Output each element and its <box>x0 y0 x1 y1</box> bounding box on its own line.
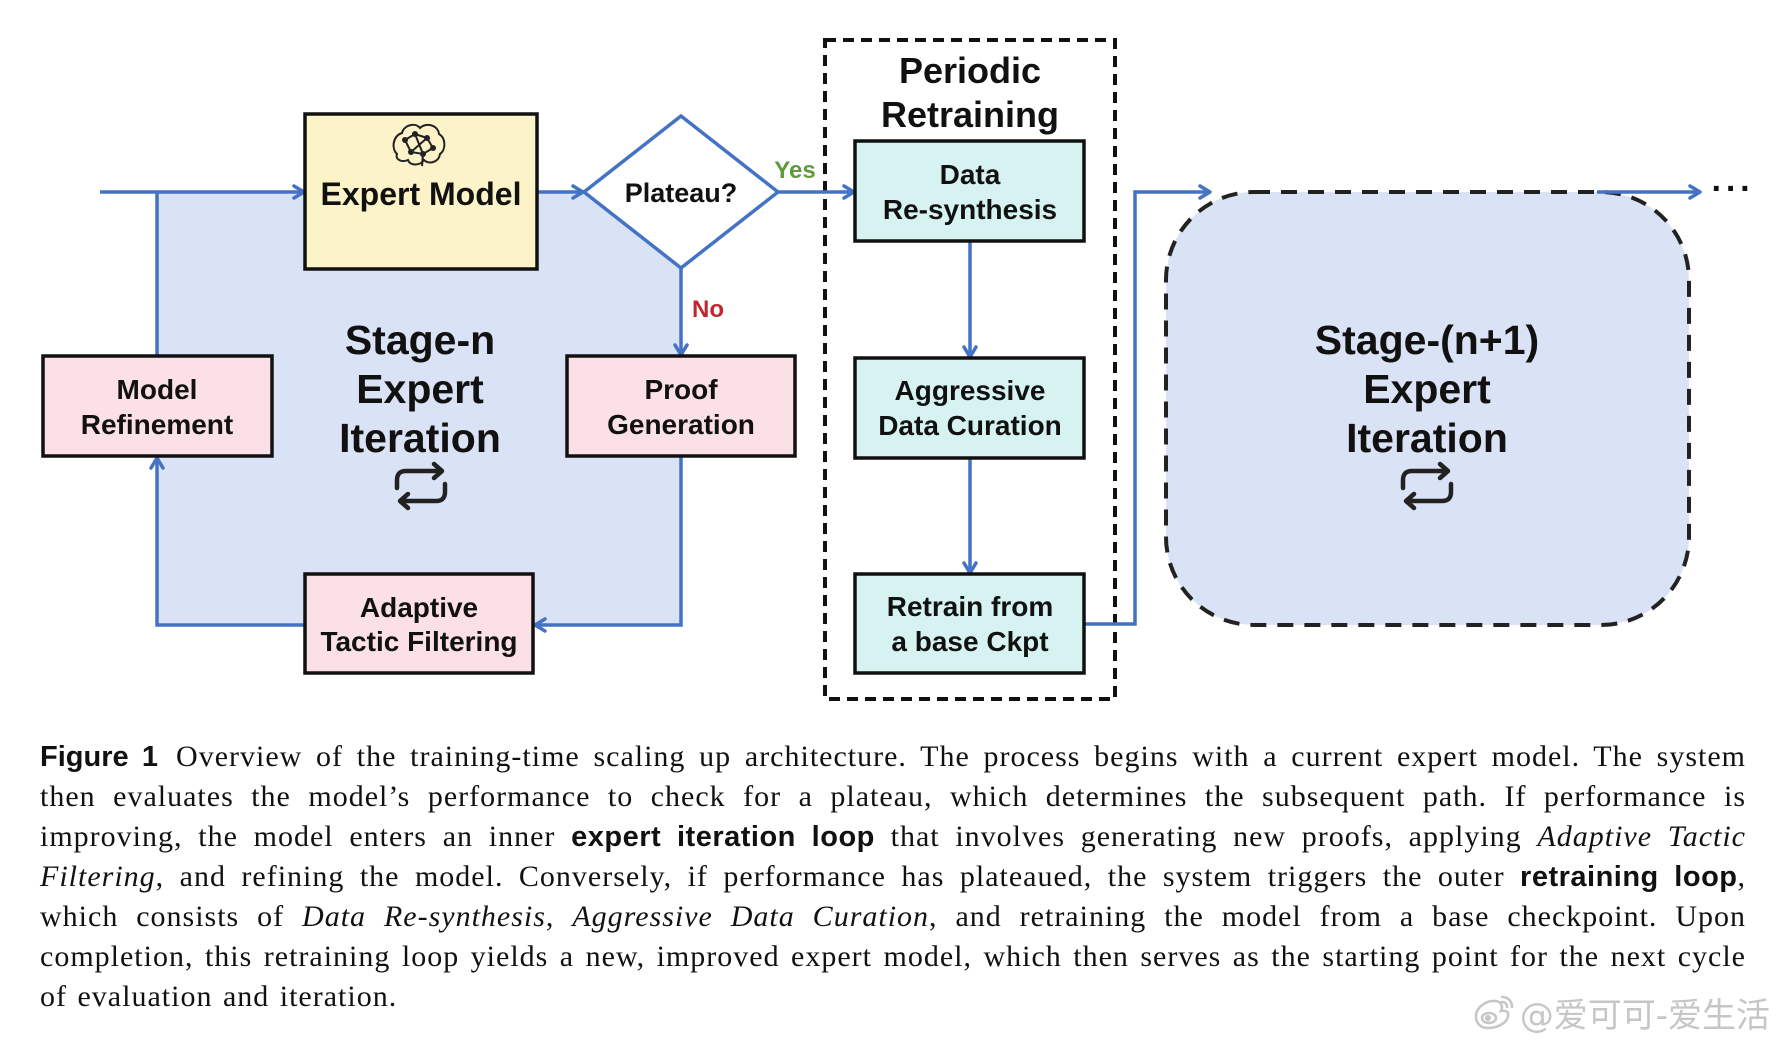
aggressive-data-curation-box <box>853 356 1086 460</box>
weibo-logo-icon <box>1474 995 1513 1030</box>
data-resynthesis-label-line-2: Re-synthesis <box>883 194 1057 225</box>
stage-n-plus-1-region <box>1164 190 1691 627</box>
adaptive-tactic-filtering-label-line-1: Adaptive <box>360 592 478 623</box>
periodic-retraining-frame <box>823 38 1117 701</box>
caption-term-aggressive-data-curation: Aggressive Data Curation <box>572 900 930 933</box>
data-resynthesis-box <box>853 139 1086 243</box>
periodic-retraining-title-line-1: Periodic <box>899 50 1041 91</box>
caption-term-adaptive-tactic-filtering: Adaptive Tactic Filtering <box>40 820 1746 893</box>
plateau-label: Plateau? <box>625 178 738 208</box>
model-refinement-box <box>41 354 274 458</box>
caption-text: , and refining the model. Conversely, if… <box>155 860 1521 893</box>
caption-emphasis-retraining-loop: retraining loop <box>1520 861 1738 893</box>
yes-label: Yes <box>774 157 815 184</box>
adaptive-tactic-filtering-box <box>303 572 535 675</box>
stage-n-plus-1-title-line-3: Iteration <box>1346 415 1508 461</box>
stage-n-title-line-2: Expert <box>356 366 484 412</box>
expert-model-label: Expert Model <box>321 176 522 212</box>
repeat-icon <box>1400 461 1454 511</box>
proof-generation-box <box>565 354 797 458</box>
model-refinement-label-line-2: Refinement <box>81 409 233 440</box>
continuation-dots: ··· <box>1712 170 1755 208</box>
figure-label: Figure 1 <box>40 741 159 773</box>
connectors <box>100 184 1702 633</box>
expert-model-box <box>303 112 539 271</box>
model-refinement-label-line-1: Model <box>117 374 198 405</box>
aggressive-data-curation-label-line-2: Data Curation <box>878 410 1062 441</box>
training-scaling-diagram: Expert Model Plateau? Yes No Proof Gener… <box>41 38 1755 701</box>
no-label: No <box>692 296 724 323</box>
caption-text: , and retraining the model from a base c… <box>40 900 1747 1013</box>
filtering-to-refinement-arrow <box>149 456 305 627</box>
retrain-from-base-label-line-2: a base Ckpt <box>891 626 1048 657</box>
retrain-from-base-label-line-1: Retrain from <box>887 591 1053 622</box>
stage-n-plus-1-title-line-1: Stage-(n+1) <box>1315 317 1539 363</box>
aggressive-data-curation-label-line-1: Aggressive <box>895 375 1046 406</box>
brain-network-icon <box>392 123 446 167</box>
periodic-retraining-title-line-2: Retraining <box>881 94 1059 135</box>
watermark: @爱可可-爱生活 <box>1472 990 1770 1036</box>
caption-emphasis-expert-iteration-loop: expert iteration loop <box>571 821 875 853</box>
proof-generation-label-line-1: Proof <box>644 374 718 405</box>
stage-n-title-line-3: Iteration <box>339 415 501 461</box>
proof-to-filtering-arrow <box>533 456 683 633</box>
caption-term-data-resynthesis: Data Re-synthesis <box>302 900 546 933</box>
caption-text: that involves generating new proofs, app… <box>874 820 1538 853</box>
caption-text: , <box>545 900 573 933</box>
stage-n-title-line-1: Stage-n <box>345 317 495 363</box>
data-resynthesis-label-line-1: Data <box>940 159 1001 190</box>
retrain-to-next-stage-arrow <box>1084 184 1212 626</box>
caption-text: Overview of the training-time scaling up… <box>40 740 1746 853</box>
plateau-decision-diamond <box>581 113 781 271</box>
retrain-from-base-box <box>853 572 1086 675</box>
adaptive-tactic-filtering-label-line-2: Tactic Filtering <box>320 626 517 657</box>
watermark-text: @爱可可-爱生活 <box>1519 995 1770 1036</box>
stage-n-plus-1-title-line-2: Expert <box>1363 366 1491 412</box>
caption-text: , which consists of <box>40 860 1746 933</box>
repeat-icon <box>394 461 448 511</box>
proof-generation-label-line-2: Generation <box>607 409 755 440</box>
